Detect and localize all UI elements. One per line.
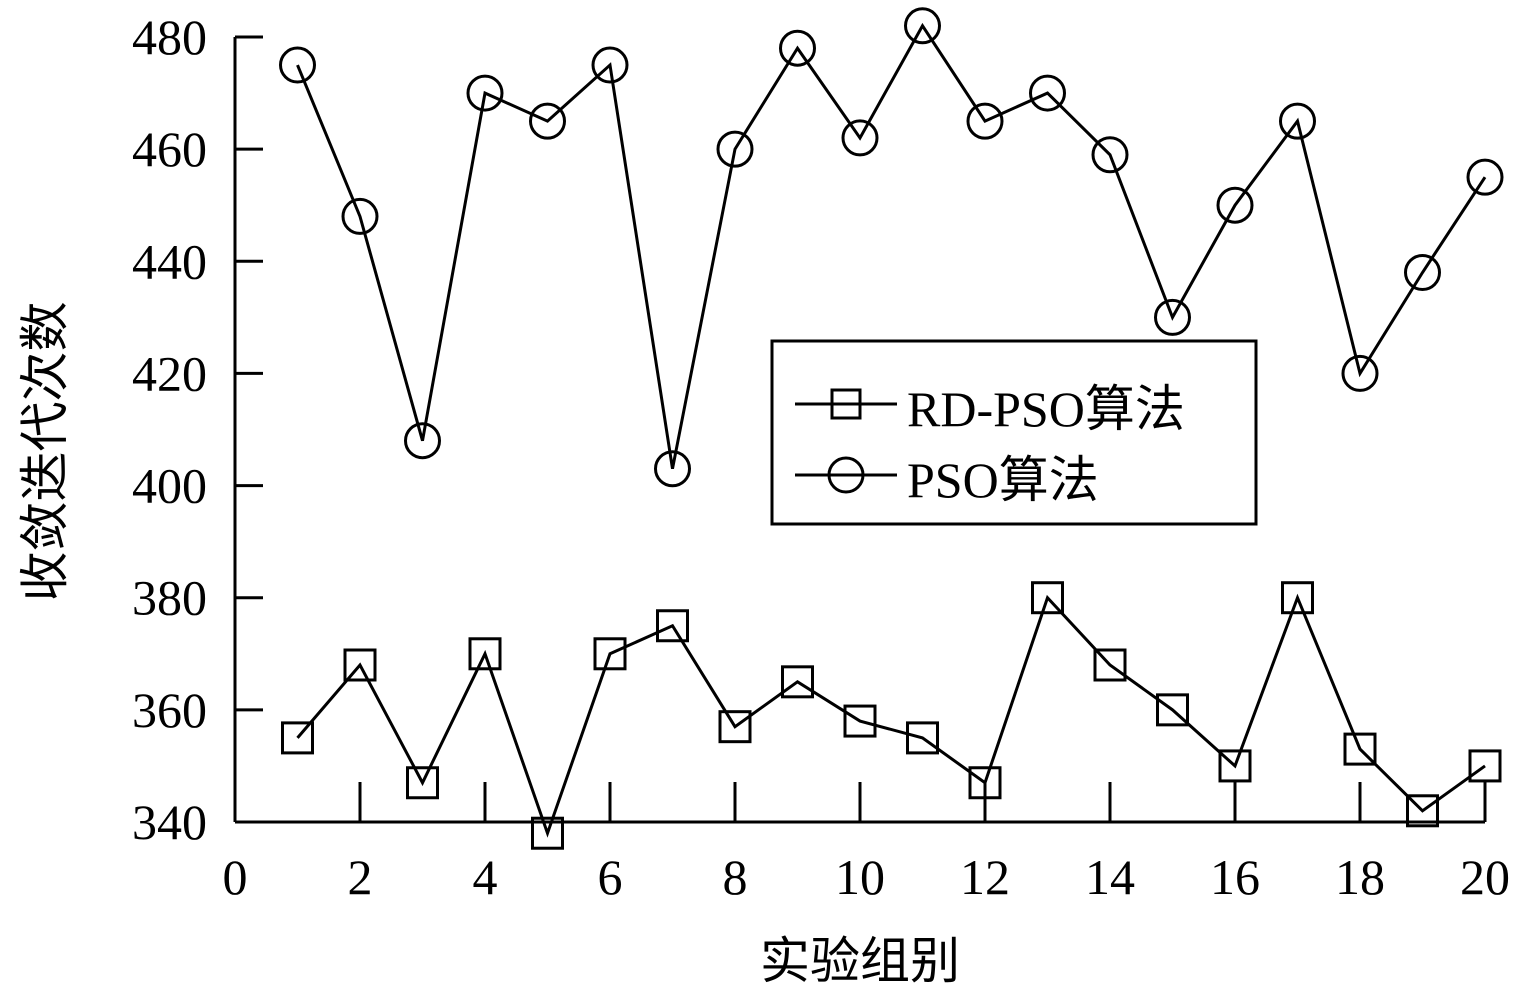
series-pso (279, 7, 1504, 488)
legend: RD-PSO算法 PSO算法 (770, 339, 1258, 526)
legend-square-marker (830, 388, 862, 420)
data-point-circle (1466, 158, 1504, 196)
x-tick-label: 10 (835, 849, 885, 905)
series-line (296, 593, 1486, 838)
data-point-circle (716, 130, 754, 168)
data-point-square (718, 710, 752, 744)
y-tick-label: 400 (132, 458, 207, 514)
data-point-circle (904, 7, 941, 45)
tick-marks: 0 2 4 6 8 10 12 14 16 18 20 340 360 380 400 420 440 460 48… (132, 9, 1510, 905)
legend-entry-pso: PSO算法 (795, 452, 1099, 508)
x-tick-label: 18 (1335, 849, 1385, 905)
x-tick-label: 14 (1085, 849, 1135, 905)
y-tick-label: 380 (132, 570, 207, 626)
data-point-square (531, 816, 564, 850)
x-tick-label: 8 (723, 849, 748, 905)
data-point-square (593, 637, 627, 671)
data-point-circle (1154, 298, 1191, 336)
series-group (279, 7, 1504, 850)
data-point-circle (466, 74, 504, 112)
legend-label-rd-pso: RD-PSO算法 (907, 381, 1185, 437)
data-point-square (468, 637, 502, 671)
legend-label-pso: PSO算法 (907, 452, 1099, 508)
y-tick-label: 460 (132, 121, 207, 177)
data-point-square (1281, 581, 1314, 615)
y-tick-label: 360 (132, 682, 207, 738)
x-tick-label: 0 (223, 849, 248, 905)
data-point-square (906, 721, 939, 755)
data-point-square (968, 766, 1002, 800)
data-point-square (406, 766, 439, 800)
data-point-circle (591, 46, 629, 84)
x-tick-label: 2 (348, 849, 373, 905)
data-point-square (1468, 749, 1502, 783)
x-tick-label: 16 (1210, 849, 1260, 905)
x-tick-label: 12 (960, 849, 1010, 905)
data-point-circle (1091, 136, 1129, 174)
x-tick-label: 4 (473, 849, 498, 905)
data-point-square (1406, 794, 1439, 828)
data-point-circle (404, 422, 441, 460)
x-tick-label: 20 (1460, 849, 1510, 905)
data-point-circle (1404, 254, 1441, 291)
data-point-circle (1029, 74, 1066, 112)
y-tick-label: 420 (132, 345, 207, 401)
data-point-circle (1341, 354, 1379, 392)
series-rd-pso (281, 581, 1502, 850)
data-point-circle (341, 197, 379, 235)
data-point-circle (279, 46, 316, 84)
data-point-square (656, 609, 689, 643)
data-point-circle (1279, 102, 1316, 140)
y-tick-label: 440 (132, 233, 207, 289)
data-point-square (1156, 693, 1189, 727)
y-tick-label: 340 (132, 794, 207, 850)
data-point-square (781, 665, 814, 699)
data-point-square (1343, 732, 1377, 766)
data-point-circle (654, 450, 691, 488)
legend-box (770, 339, 1258, 526)
x-axis-title: 实验组别 (760, 932, 960, 990)
y-axis-title: 收敛迭代次数 (16, 302, 74, 602)
data-point-square (843, 704, 877, 738)
legend-circle-marker (827, 456, 865, 494)
data-point-square (1218, 749, 1252, 783)
data-point-square (281, 721, 314, 755)
data-point-circle (779, 29, 816, 67)
data-point-circle (841, 119, 879, 157)
data-point-square (343, 648, 377, 682)
data-point-square (1093, 648, 1127, 682)
x-tick-label: 6 (598, 849, 623, 905)
data-point-square (1031, 581, 1064, 615)
data-point-circle (1216, 186, 1254, 224)
legend-entry-rd-pso: RD-PSO算法 (795, 381, 1185, 437)
data-point-circle (966, 102, 1004, 140)
data-point-circle (529, 102, 566, 140)
y-tick-label: 480 (132, 9, 207, 65)
